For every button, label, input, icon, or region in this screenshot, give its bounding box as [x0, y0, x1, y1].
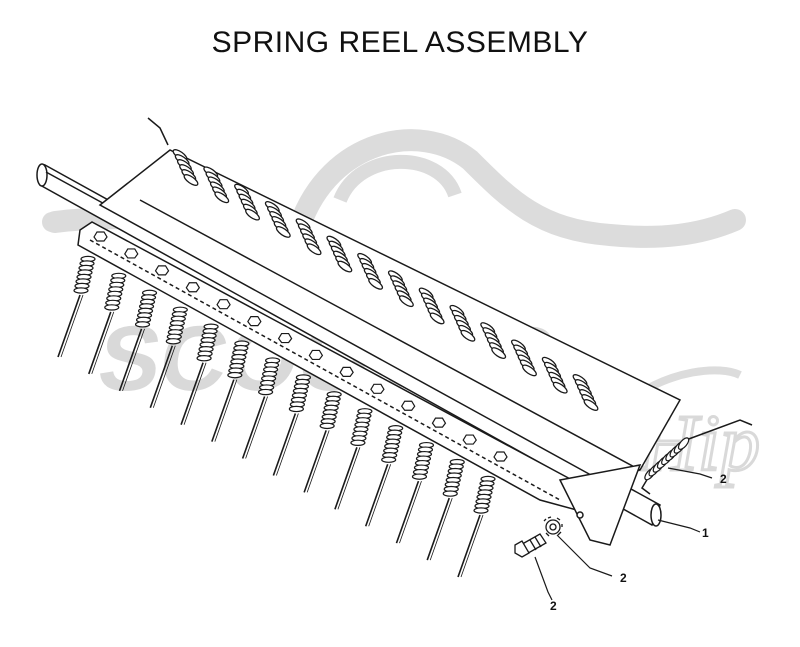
tine-wire: [457, 514, 481, 578]
lower-tine-row: [57, 231, 508, 578]
upper-spring: [295, 218, 322, 256]
tine-bolt-head: [124, 248, 139, 259]
tine: [180, 299, 231, 425]
tine: [303, 366, 354, 493]
upper-spring: [387, 270, 414, 308]
tine-wire: [57, 294, 81, 358]
tine-bolt-head: [247, 316, 262, 327]
end-bracket: [558, 464, 642, 546]
tine: [426, 434, 477, 561]
shaft-leader: [657, 519, 701, 533]
shaft-callout-label: 1: [702, 526, 709, 540]
callout-leaders: [534, 467, 713, 601]
tine-wire: [364, 463, 389, 527]
tine-wire: [180, 362, 204, 425]
upper-spring: [449, 304, 476, 342]
tine-wire: [395, 480, 420, 544]
upper-spring: [234, 183, 260, 221]
tine-bolt-head: [370, 383, 385, 394]
tine-wire: [149, 345, 174, 409]
lock-washer: [543, 516, 563, 537]
bolt-callout-label: 2: [550, 599, 557, 613]
tine: [364, 400, 416, 527]
shaft-right-end: [650, 503, 662, 527]
upper-spring: [541, 356, 568, 394]
tine-bolt-head: [185, 282, 201, 293]
tine-bolt-head: [308, 349, 324, 361]
shaft-left-end: [36, 163, 48, 187]
tine-bolt-head: [400, 400, 416, 411]
tine-bolt-head: [154, 265, 170, 276]
tine-wire: [88, 311, 112, 375]
spring-callout-label: 2: [720, 472, 727, 486]
washer-callout-label: 2: [620, 571, 627, 585]
upper-spring-wire-end: [147, 117, 169, 146]
tine-wire: [118, 328, 143, 392]
tine: [457, 451, 508, 578]
upper-spring: [572, 374, 599, 411]
upper-spring: [326, 235, 353, 273]
tine-wire: [211, 379, 235, 442]
page-title: SPRING REEL ASSEMBLY: [211, 26, 589, 59]
watermark-left-dot: [42, 212, 62, 232]
tine-bolt-head: [216, 299, 231, 310]
tine-bolt-head: [493, 451, 508, 462]
tine: [118, 265, 170, 392]
upper-plate: [98, 149, 682, 481]
upper-spring: [511, 339, 537, 377]
tine-bolt-head: [339, 366, 354, 377]
tine-bolt-head: [431, 417, 447, 428]
tine-bolt-head: [277, 332, 293, 344]
tine-wire: [334, 447, 358, 510]
tine: [334, 383, 385, 510]
extension-spring: [641, 419, 753, 495]
tine-bolt-head: [93, 231, 108, 242]
watermark-scooter-inner: [333, 154, 462, 204]
tine-wire: [241, 396, 266, 459]
upper-spring: [172, 149, 199, 186]
tine: [241, 332, 293, 459]
bolt-leader: [534, 556, 553, 601]
tine: [211, 316, 262, 442]
tine: [88, 248, 139, 375]
tine: [57, 231, 108, 358]
tine: [149, 282, 201, 409]
upper-spring: [264, 200, 291, 238]
tine-wire: [272, 413, 297, 476]
hex-bolt: [514, 533, 547, 558]
upper-spring: [480, 322, 507, 360]
tine: [395, 417, 447, 544]
tine-bolt-head: [462, 434, 477, 445]
washer-leader: [556, 534, 613, 577]
upper-spring-row: [147, 117, 599, 411]
tine: [272, 349, 324, 476]
upper-spring: [357, 252, 384, 290]
upper-spring: [203, 166, 230, 204]
upper-spring: [418, 287, 445, 325]
spring-leader: [667, 467, 713, 479]
watermark-right-dot: [723, 210, 743, 230]
tine-wire: [426, 497, 450, 561]
tine-wire: [303, 430, 327, 493]
